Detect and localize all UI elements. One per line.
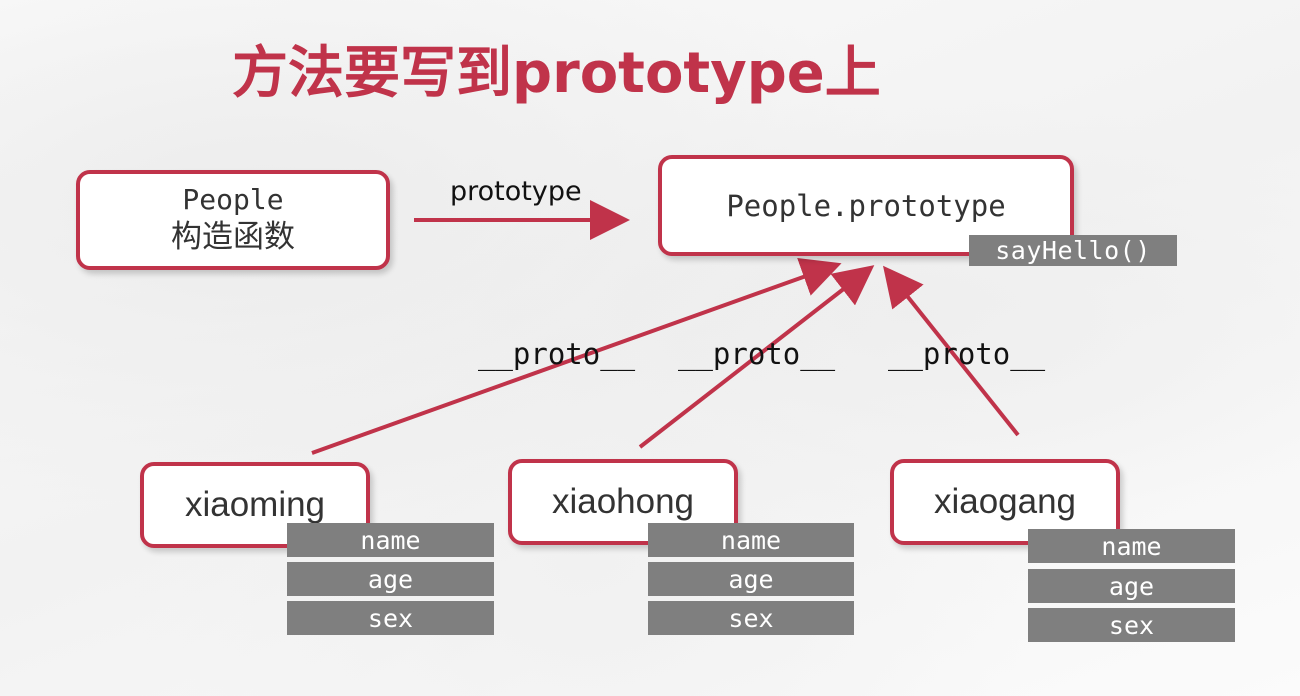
sayhello-method-tag: sayHello() xyxy=(969,235,1177,266)
field-tag-name: name xyxy=(287,523,494,557)
prototype-edge-label: prototype xyxy=(450,176,582,207)
field-tag-age: age xyxy=(287,562,494,596)
prototype-box-label: People.prototype xyxy=(726,188,1006,223)
proto-label-xiaohong: __proto__ xyxy=(678,337,836,371)
field-tag-sex: sex xyxy=(1028,608,1235,642)
field-tag-age: age xyxy=(1028,569,1235,603)
field-tag-sex: sex xyxy=(287,601,494,635)
proto-label-xiaogang: __proto__ xyxy=(888,337,1046,371)
constructor-name: People xyxy=(182,183,284,216)
instance-name: xiaohong xyxy=(551,482,695,521)
constructor-box: People 构造函数 xyxy=(76,170,390,270)
instance-name: xiaogang xyxy=(933,482,1077,521)
field-tag-sex: sex xyxy=(648,601,854,635)
constructor-caption: 构造函数 xyxy=(171,219,295,255)
field-tag-name: name xyxy=(648,523,854,557)
proto-label-xiaoming: __proto__ xyxy=(478,337,636,371)
field-tag-age: age xyxy=(648,562,854,596)
slide-title: 方法要写到prototype上 xyxy=(232,41,881,106)
instance-name: xiaoming xyxy=(184,485,326,524)
proto-arrow-xiaohong xyxy=(638,265,875,449)
proto-arrow-xiaogang xyxy=(883,265,1020,437)
field-tag-name: name xyxy=(1028,529,1235,563)
proto-arrow-xiaoming xyxy=(311,257,842,455)
